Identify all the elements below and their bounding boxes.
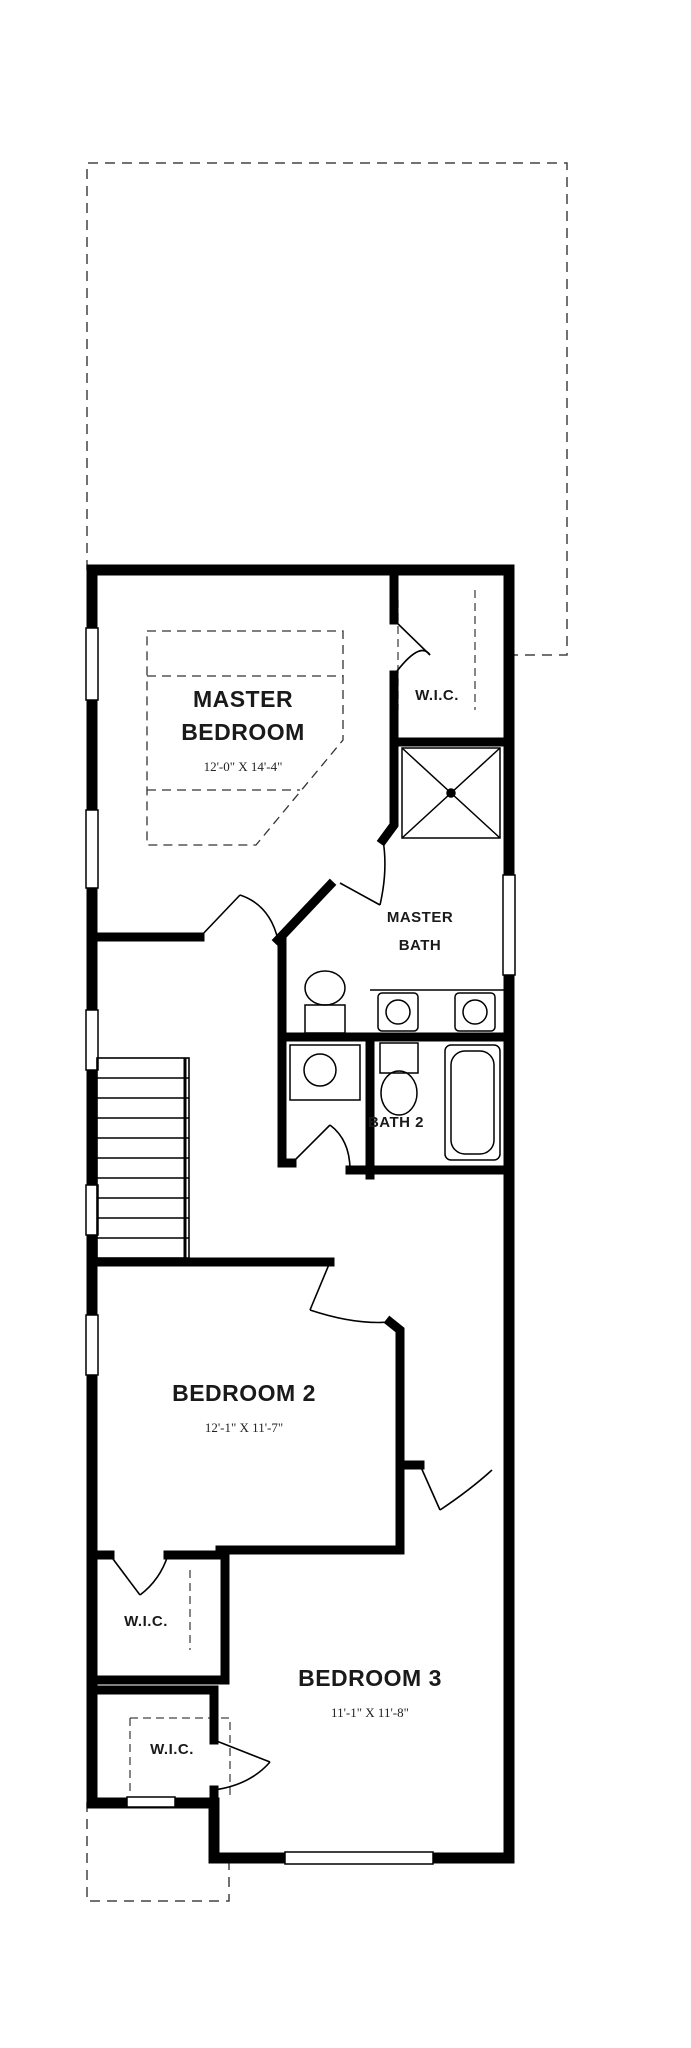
master-wic-label: W.I.C. [415,687,459,704]
bedroom3-wic-label: W.I.C. [150,1741,194,1758]
bedroom2-label: BEDROOM 2 [172,1380,316,1406]
master-bedroom-label-2: BEDROOM [181,719,305,745]
bedroom2-wic-label: W.I.C. [124,1613,168,1630]
bath2-label: BATH 2 [368,1114,424,1131]
master-bath-label-1: MASTER [387,909,453,926]
master-bedroom-dims: 12'-0" X 14'-4" [204,759,283,774]
closet-shelves [129,590,476,1795]
tray-ceiling-outline [146,630,344,846]
bedroom3-label: BEDROOM 3 [298,1665,442,1691]
bedroom3-dims: 11'-1" X 11'-8" [331,1705,409,1720]
master-bath-fixtures [304,970,505,1034]
interior-walls [87,570,510,1863]
stairs [96,1057,190,1259]
porch-outline-top [86,162,568,656]
master-bath-label-2: BATH [399,937,442,954]
doors [109,619,493,1791]
bath2-fixtures [289,1042,501,1161]
master-bedroom-label-1: MASTER [193,686,293,712]
porch-outline-bottom [86,1802,230,1902]
bedroom2-dims: 12'-1" X 11'-7" [205,1420,283,1435]
windows [85,627,516,1865]
shower [401,747,501,839]
room-labels: MASTER BEDROOM 12'-0" X 14'-4" W.I.C. MA… [124,686,459,1758]
